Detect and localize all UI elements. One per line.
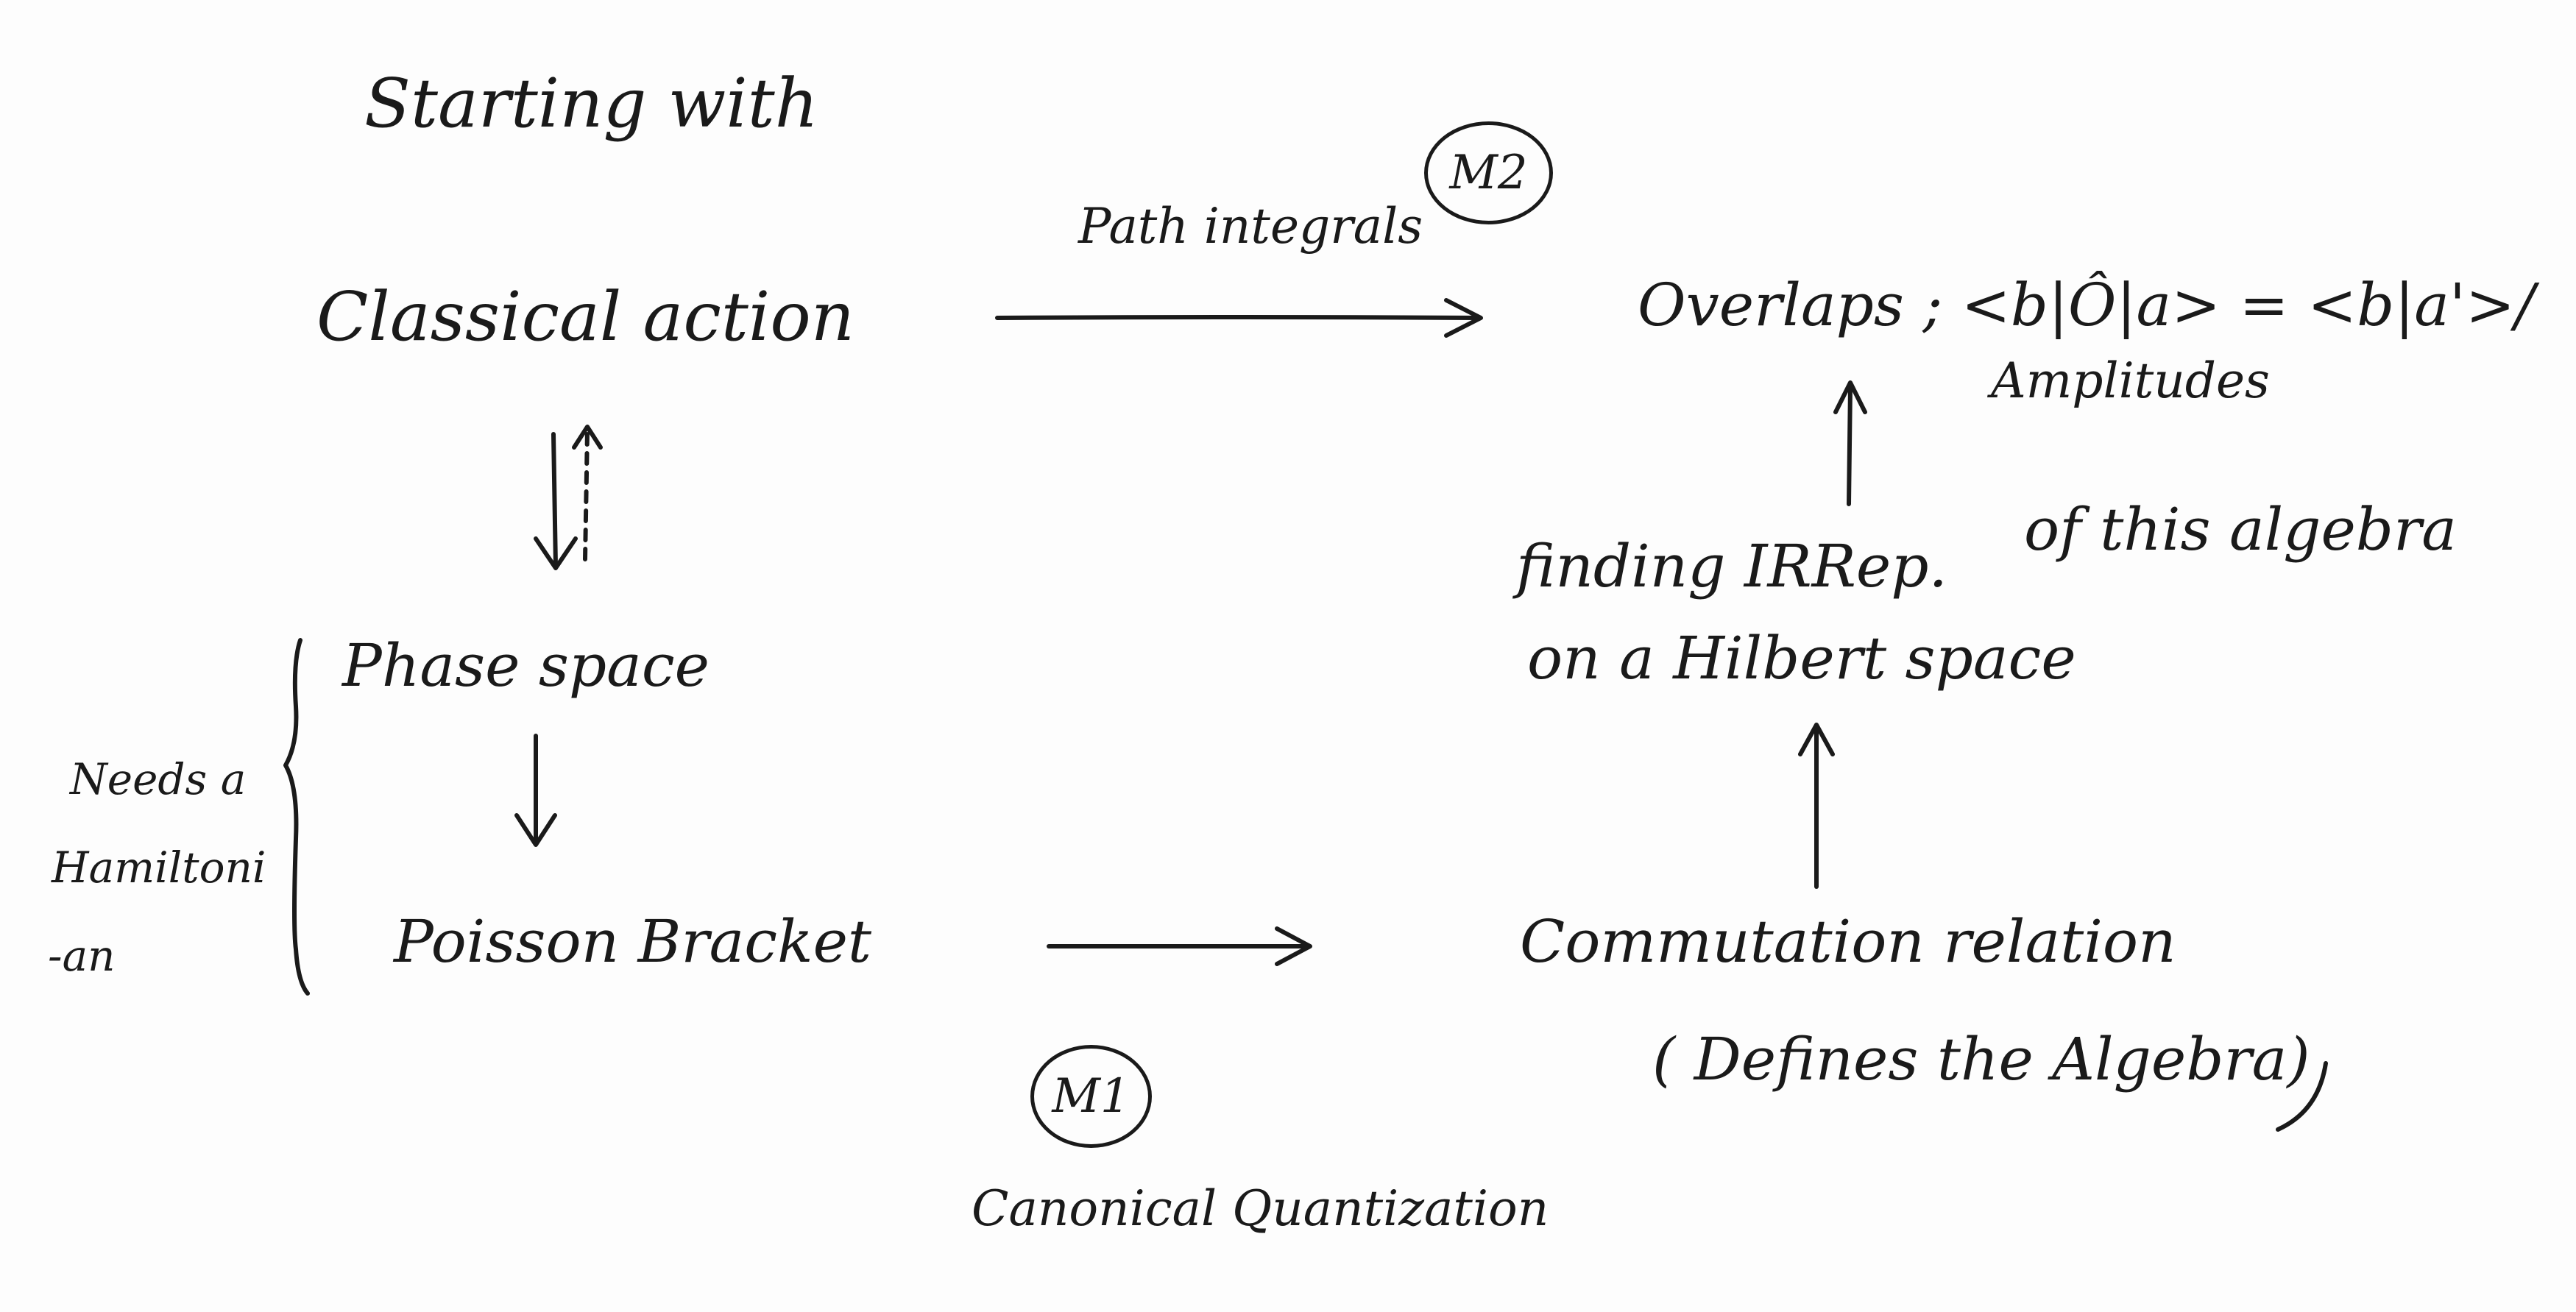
amplitudes-label: Amplitudes [1991,352,2270,409]
defines-algebra-note: ( Defines the Algebra) [1652,1025,2310,1093]
classical-action-node: Classical action [316,277,854,356]
path-integrals-arrow [995,298,1483,338]
needs-hamiltonian-brace [283,638,310,996]
commutation-to-irrep-arrow [1798,723,1835,889]
of-this-algebra-label: of this algebra [2024,495,2457,564]
canonical-quantization-arrow [1047,926,1312,966]
m2-marker: M2 [1424,121,1553,224]
starting-with-label: Starting with [364,64,819,143]
poisson-bracket-node: Poisson Bracket [394,907,872,976]
irrep-to-overlaps-arrow [1833,380,1867,506]
phase-to-poisson-arrow [514,734,557,847]
phase-to-action-dashed-arrow [572,425,603,561]
overlaps-node: Overlaps ; <b|Ô|a> = <b|a'>/ [1638,271,2535,339]
phase-space-node: Phase space [342,631,710,700]
m1-marker: M1 [1030,1045,1152,1148]
needs-hamiltonian-line2: Hamiltoni [52,843,266,893]
canonical-quantization-label: Canonical Quantization [972,1180,1549,1237]
needs-hamiltonian-line1: Needs a [70,754,247,804]
finding-irrep-node: finding IRRep. [1516,532,1947,600]
needs-hamiltonian-line3: -an [48,931,116,981]
path-integrals-label: Path integrals [1078,198,1423,255]
commutation-relation-node: Commutation relation [1520,907,2176,976]
hilbert-space-node: on a Hilbert space [1527,624,2076,692]
defines-bracket [2276,1061,2328,1132]
action-to-phase-arrow [534,432,578,570]
